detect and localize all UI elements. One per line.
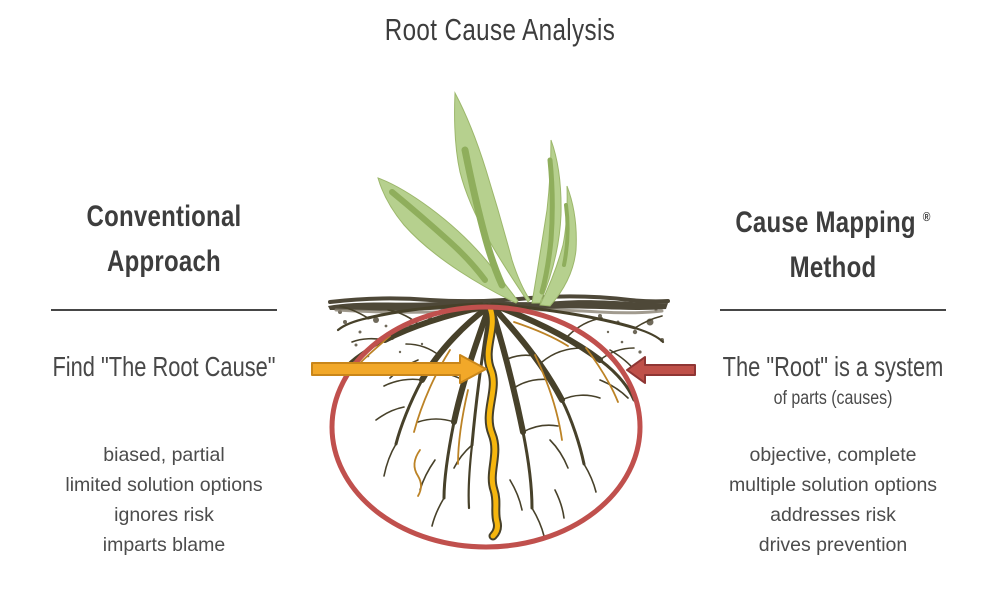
- cause-mapping-arrow: [626, 356, 696, 384]
- list-item: ignores risk: [114, 504, 214, 526]
- right-divider: [720, 309, 946, 311]
- cause-mapping-heading: Cause Mapping ® Method: [713, 194, 953, 290]
- left-divider: [51, 309, 277, 311]
- heading-line-2: Approach: [107, 245, 221, 278]
- list-item: biased, partial: [103, 444, 225, 466]
- conventional-attributes-list: biased, partial limited solution options…: [0, 440, 334, 560]
- highlighted-root: [483, 303, 502, 541]
- page-title: Root Cause Analysis: [384, 12, 616, 47]
- orange-accent-roots: [351, 321, 619, 497]
- red-circle: [329, 304, 643, 550]
- cause-mapping-method-column: Cause Mapping ® Method The "Root" is a s…: [683, 0, 983, 605]
- list-item: addresses risk: [770, 504, 896, 526]
- conventional-statement: Find "The Root Cause": [52, 351, 276, 382]
- cause-mapping-attributes-list: objective, complete multiple solution op…: [663, 440, 1000, 560]
- list-item: limited solution options: [65, 474, 263, 496]
- leaf-veins: [389, 146, 570, 295]
- plant-root-illustration: [311, 91, 696, 550]
- cause-mapping-statement: The "Root" is a system: [722, 351, 944, 382]
- cause-mapping-substatement: of parts (causes): [773, 388, 893, 409]
- list-item: drives prevention: [758, 534, 908, 556]
- conventional-approach-column: Conventional Approach Find "The Root Cau…: [14, 0, 314, 605]
- list-item: multiple solution options: [728, 474, 938, 496]
- heading-line-2: Method: [789, 251, 877, 284]
- list-item: objective, complete: [749, 444, 917, 466]
- registered-trademark: ®: [922, 209, 931, 224]
- conventional-arrow: [311, 354, 487, 384]
- heading-line-1: Conventional: [86, 200, 242, 233]
- conventional-approach-heading: Conventional Approach: [44, 194, 284, 284]
- list-item: imparts blame: [102, 534, 226, 556]
- heading-line-1: Cause Mapping: [735, 206, 916, 239]
